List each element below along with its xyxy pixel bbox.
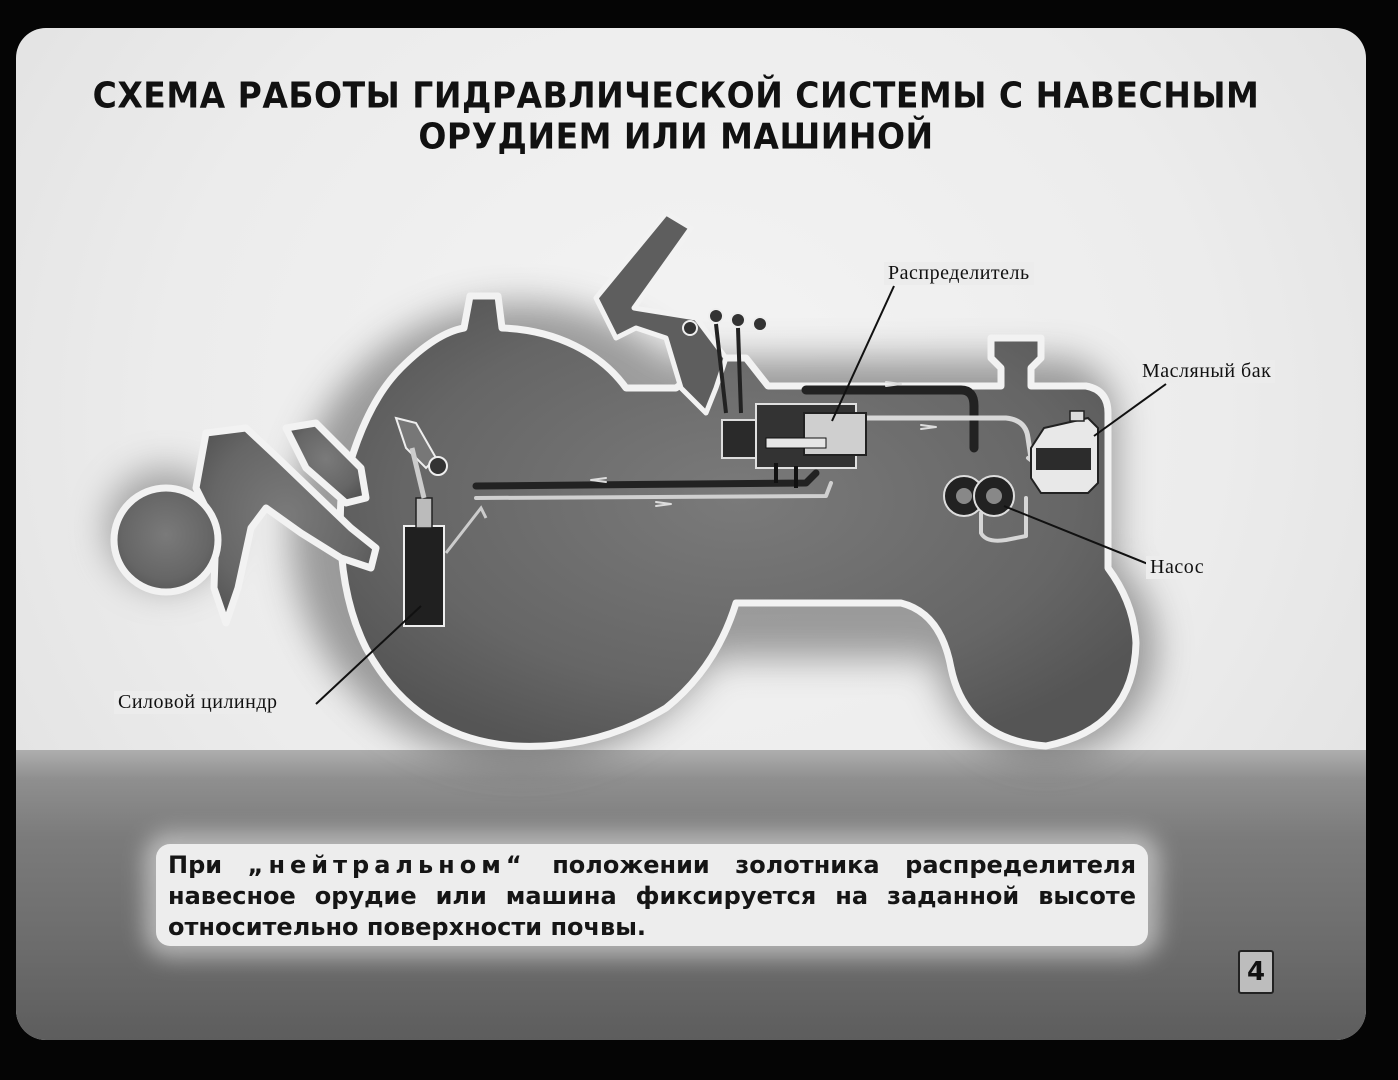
page-number: 4 [1238, 950, 1274, 994]
title-line-1: СХЕМА РАБОТЫ ГИДРАВЛИЧЕСКОЙ СИСТЕМЫ С НА… [92, 73, 1260, 116]
slide: СХЕМА РАБОТЫ ГИДРАВЛИЧЕСКОЙ СИСТЕМЫ С НА… [16, 28, 1366, 1040]
hydraulic-lines [472, 381, 1043, 543]
leader-power-cylinder [315, 605, 422, 705]
label-oil-tank: Масляный бак [1138, 360, 1276, 383]
control-lever-knob-3 [730, 312, 746, 328]
leader-lines [315, 285, 1167, 705]
caption-text: При „нейтральном“ положении золотника ра… [168, 850, 1136, 943]
control-lever-knob-4 [752, 316, 768, 332]
leader-oil-tank [1093, 383, 1167, 437]
steering-column [593, 210, 768, 416]
caption-box: При „нейтральном“ положении золотника ра… [156, 844, 1148, 946]
slide-title: СХЕМА РАБОТЫ ГИДРАВЛИЧЕСКОЙ СИСТЕМЫ С НА… [16, 73, 1336, 158]
leader-distributor [831, 285, 895, 422]
pump-gears [943, 475, 1015, 517]
leader-pump [1003, 505, 1149, 565]
label-power-cylinder: Силовой цилиндр [114, 691, 282, 714]
power-cylinder [394, 416, 488, 627]
control-lever-knob-1 [682, 320, 698, 336]
distributor-valve [721, 403, 867, 488]
caption-emphasis: „нейтральном“ [247, 851, 527, 879]
title-line-2: ОРУДИЕМ ИЛИ МАШИНОЙ [418, 114, 934, 158]
caption-prefix: При [168, 851, 223, 879]
caption-rest: положении золотника распределителя навес… [168, 851, 1137, 941]
control-lever-knob-2 [708, 308, 724, 324]
label-distributor: Распределитель [884, 262, 1034, 285]
oil-tank [1030, 410, 1099, 494]
label-pump: Насос [1146, 556, 1209, 579]
tractor-body [110, 292, 1140, 750]
tractor-hydraulic-diagram [106, 210, 1167, 763]
